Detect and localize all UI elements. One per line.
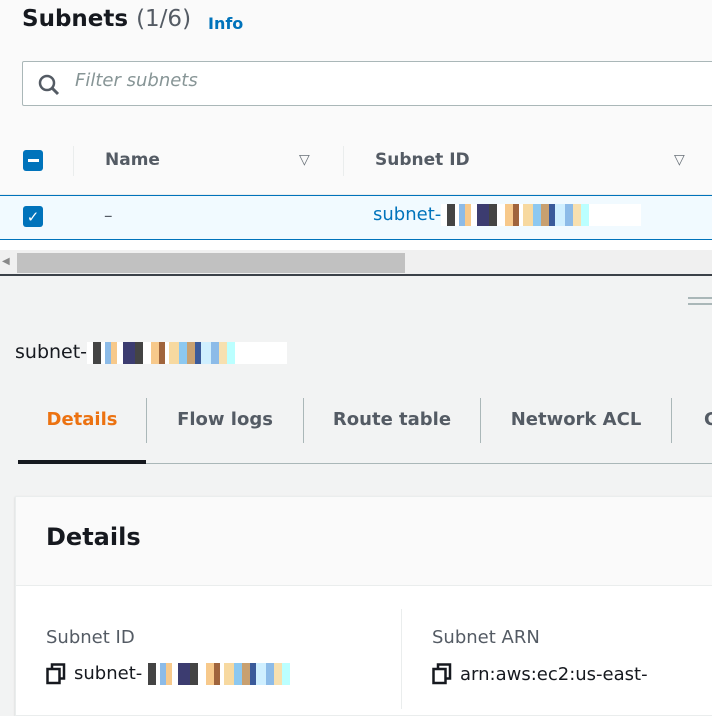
detail-tabs: Details Flow logs Route table Network AC…: [18, 396, 712, 464]
search-icon: [38, 74, 60, 96]
details-card: Details Subnet ID subnet- Subnet ARN arn…: [15, 496, 712, 716]
tab-flow-logs[interactable]: Flow logs: [177, 409, 273, 430]
tab-divider: [303, 398, 304, 443]
horizontal-scrollbar[interactable]: ◀: [0, 250, 712, 276]
row-subnet-id[interactable]: subnet-: [373, 204, 642, 226]
tab-divider: [671, 398, 672, 443]
column-header-name[interactable]: Name: [105, 150, 160, 170]
tab-network-acl[interactable]: Network ACL: [510, 409, 642, 430]
table-header-row: Name ▽ Subnet ID ▽: [0, 130, 712, 195]
selection-count: (1/6): [136, 6, 192, 32]
search-input[interactable]: [75, 70, 575, 91]
subnet-arn-value: arn:aws:ec2:us-east-: [460, 663, 648, 685]
field-value-subnet-arn: arn:aws:ec2:us-east-: [432, 663, 648, 685]
subnet-id-link[interactable]: subnet-: [373, 204, 442, 225]
checkmark-icon: ✓: [26, 207, 40, 226]
field-label-subnet-id: Subnet ID: [46, 627, 135, 648]
scrollbar-thumb[interactable]: [17, 253, 405, 273]
field-label-subnet-arn: Subnet ARN: [432, 627, 540, 648]
redacted-block: [441, 204, 642, 226]
redacted-block: [87, 341, 288, 364]
resize-handle[interactable]: [688, 297, 712, 305]
sort-icon[interactable]: ▽: [299, 152, 310, 168]
table-row[interactable]: ✓ – subnet-: [0, 195, 712, 240]
redacted-block: [142, 663, 343, 685]
subnet-id-value: subnet-: [74, 663, 143, 684]
tab-route-table[interactable]: Route table: [332, 409, 452, 430]
column-divider: [401, 609, 402, 709]
detail-title-text: subnet-: [15, 341, 88, 363]
tab-divider: [480, 398, 481, 443]
select-all-checkbox[interactable]: [23, 150, 43, 171]
copy-icon[interactable]: [432, 663, 452, 685]
copy-icon[interactable]: [46, 663, 66, 685]
detail-title: subnet-: [15, 341, 288, 364]
page-title: Subnets (1/6): [22, 6, 191, 32]
active-tab-indicator: [18, 460, 146, 464]
indeterminate-icon: [27, 159, 39, 162]
tab-more[interactable]: C: [704, 409, 712, 430]
column-divider: [343, 146, 344, 176]
row-checkbox[interactable]: ✓: [23, 206, 43, 227]
title-text: Subnets: [22, 6, 129, 32]
column-header-subnet-id[interactable]: Subnet ID: [375, 150, 470, 170]
column-divider: [73, 146, 74, 176]
tab-details[interactable]: Details: [46, 409, 118, 430]
info-link[interactable]: Info: [208, 14, 244, 33]
card-title: Details: [16, 497, 712, 586]
row-name: –: [104, 206, 113, 226]
table-header-area: Subnets (1/6) Info: [0, 0, 712, 130]
search-box[interactable]: [22, 61, 712, 106]
scroll-left-icon[interactable]: ◀: [2, 256, 10, 267]
field-value-subnet-id: subnet-: [46, 663, 343, 685]
subnets-table-panel: Subnets (1/6) Info Name ▽ Subnet ID ▽ ✓ …: [0, 0, 712, 276]
tab-divider: [146, 398, 147, 443]
sort-icon[interactable]: ▽: [674, 152, 685, 168]
